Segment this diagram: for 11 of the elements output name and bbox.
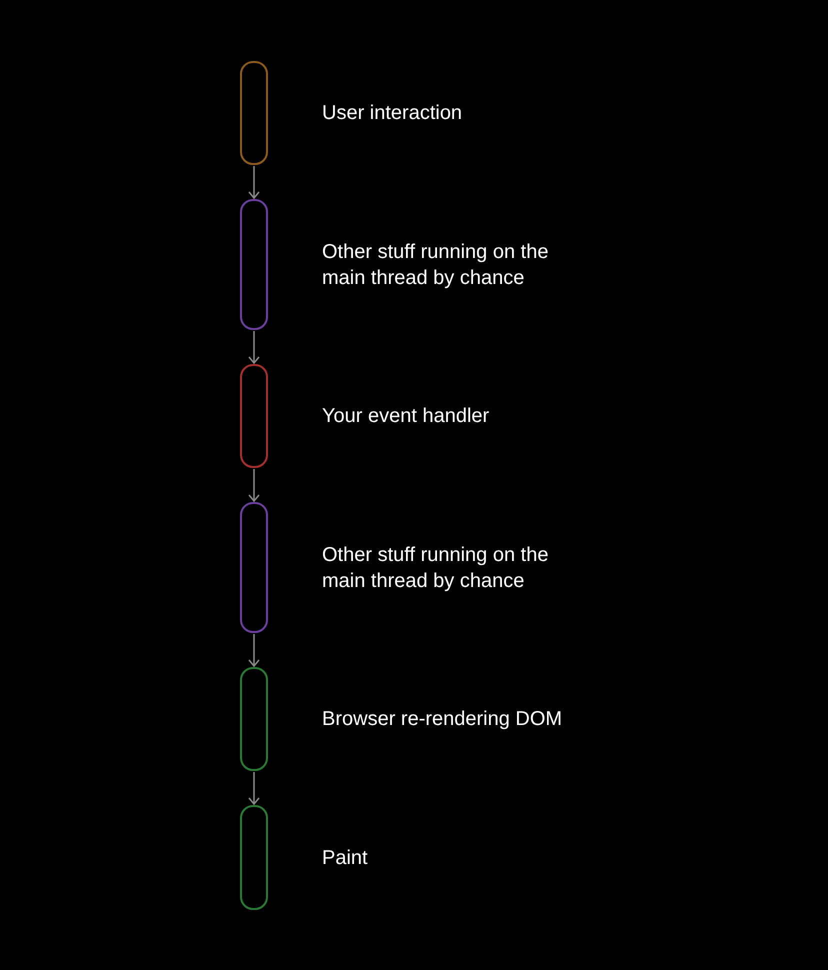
step-label: Browser re-rendering DOM <box>322 707 564 732</box>
arrow <box>248 166 260 199</box>
arrow <box>248 772 260 805</box>
step-label: User interaction <box>322 101 464 126</box>
step-label: Other stuff running on the main thread by chance <box>322 542 550 594</box>
arrow <box>248 469 260 502</box>
arrow <box>248 331 260 364</box>
step-label: Your event handler <box>322 404 490 429</box>
step-label: Paint <box>322 846 369 870</box>
step-label: Other stuff running on the main thread by chance <box>322 240 550 290</box>
arrow <box>248 634 260 667</box>
